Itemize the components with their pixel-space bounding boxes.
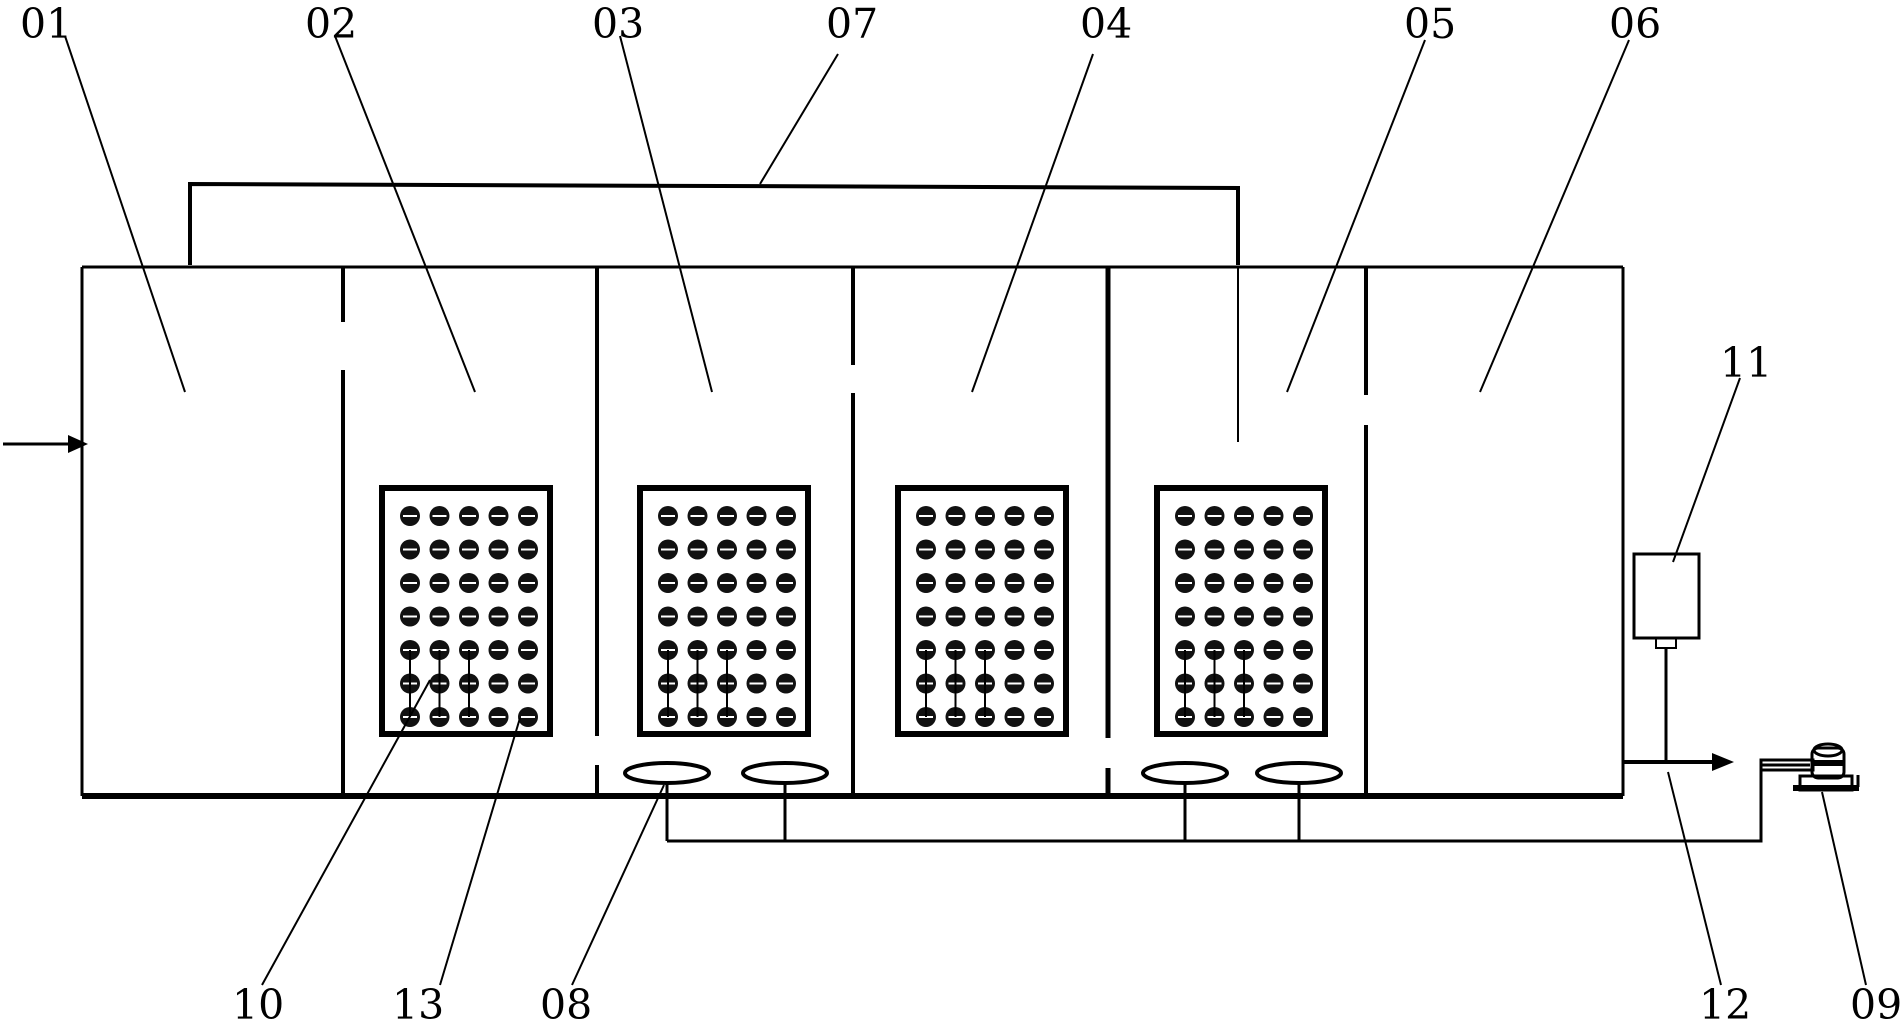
label-08: 08	[540, 981, 592, 1023]
label-04: 04	[1080, 0, 1132, 48]
filter-modules	[379, 485, 1328, 737]
label-03: 03	[592, 0, 644, 48]
return-pipe	[188, 181, 1240, 265]
label-12: 12	[1699, 981, 1751, 1023]
partitions	[341, 267, 1368, 796]
aerators	[623, 761, 1343, 841]
label-13: 13	[392, 981, 444, 1023]
aerator-3	[1141, 761, 1229, 785]
label-11: 11	[1720, 339, 1772, 387]
part-labels: 01 02 03 07 04 05 06 11 10 13 08 12 09	[20, 0, 1901, 1023]
air-supply-pipe	[667, 763, 1810, 843]
label-01: 01	[20, 0, 72, 48]
aerator-4	[1255, 761, 1343, 785]
outlet-pipe	[1623, 753, 1734, 771]
label-10: 10	[232, 981, 284, 1023]
inlet-arrow	[3, 435, 88, 453]
dosing-box	[1632, 552, 1701, 762]
label-07: 07	[826, 0, 878, 48]
filter-module-1	[379, 485, 553, 737]
aerator-1	[623, 761, 711, 785]
aerator-2	[741, 761, 829, 785]
leader-lines	[64, 35, 1867, 986]
filter-module-3	[895, 485, 1069, 737]
label-06: 06	[1609, 0, 1661, 48]
filter-module-4	[1154, 485, 1328, 737]
label-02: 02	[305, 0, 357, 48]
label-09: 09	[1850, 981, 1901, 1023]
blower	[1759, 742, 1860, 792]
label-05: 05	[1404, 0, 1456, 48]
filter-module-2	[637, 485, 811, 737]
